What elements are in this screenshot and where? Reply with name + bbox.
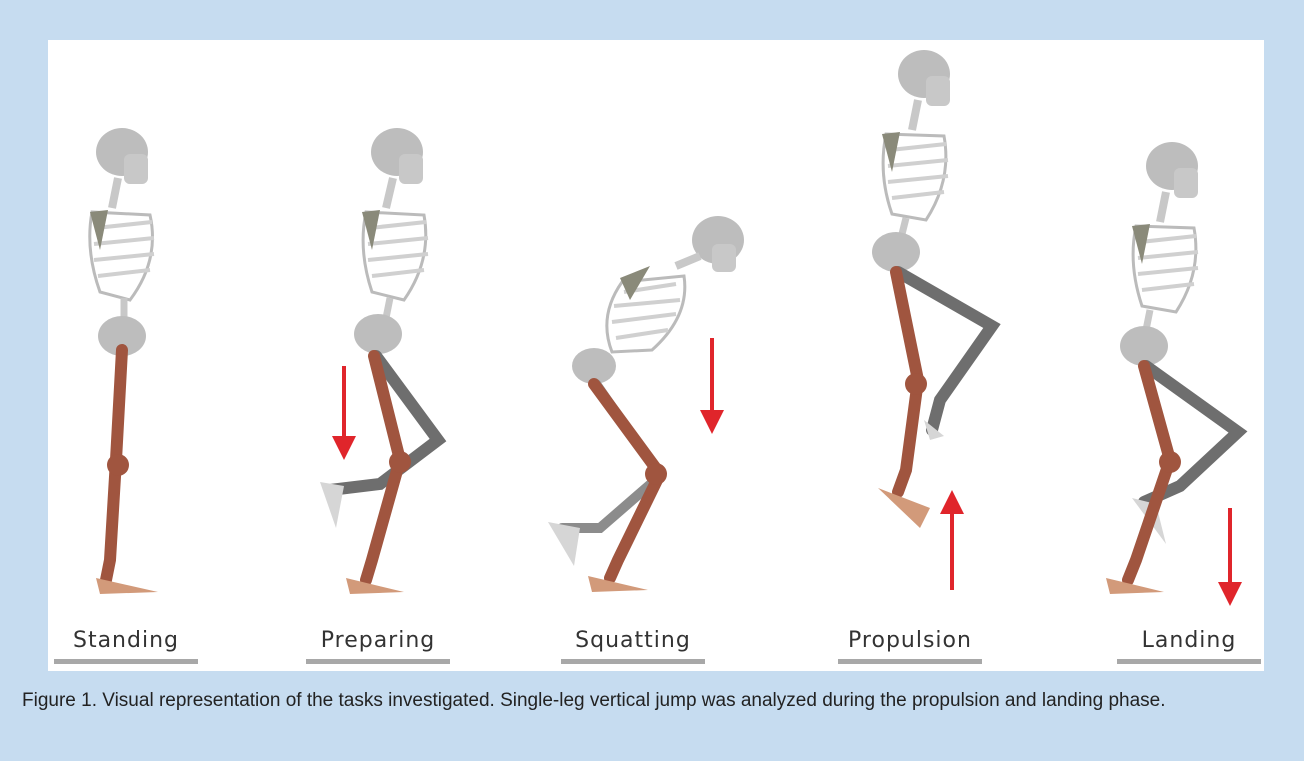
phase-bar-propulsion	[838, 659, 982, 664]
skeleton-landing	[1106, 142, 1238, 594]
phase-label-propulsion: Propulsion	[825, 628, 995, 653]
phase-bar-preparing	[306, 659, 450, 664]
skeleton-preparing	[320, 128, 438, 594]
skeleton-squatting	[548, 216, 744, 592]
phase-label-preparing: Preparing	[293, 628, 463, 653]
phase-bar-standing	[54, 659, 198, 664]
skeleton-standing	[90, 128, 158, 594]
phase-label-squatting: Squatting	[548, 628, 718, 653]
figure-caption: Figure 1. Visual representation of the t…	[22, 688, 1282, 714]
phase-label-landing: Landing	[1104, 628, 1274, 653]
phase-label-standing: Standing	[41, 628, 211, 653]
skeleton-propulsion	[872, 50, 992, 528]
phase-bar-squatting	[561, 659, 705, 664]
phase-bar-landing	[1117, 659, 1261, 664]
